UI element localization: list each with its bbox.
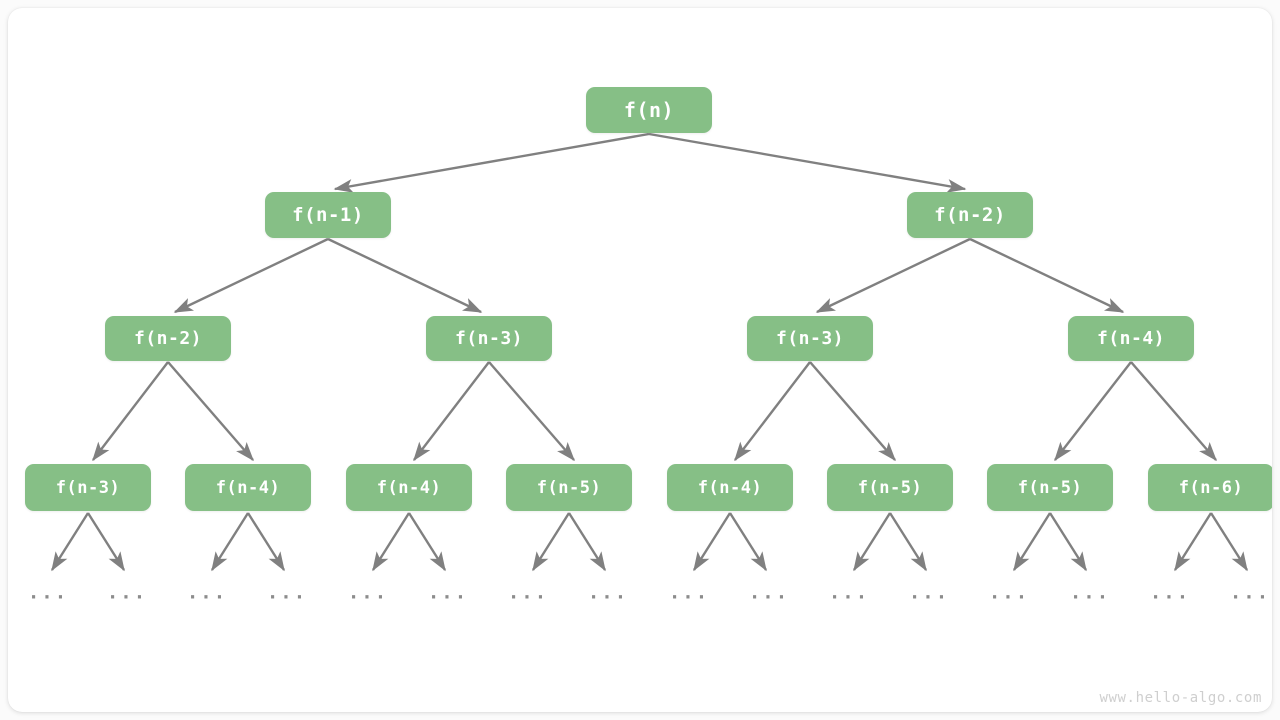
tree-edge [327,237,483,314]
ellipsis-marker: ... [668,581,710,604]
tree-edge [888,512,928,572]
ellipsis-marker: ... [347,581,389,604]
tree-edge [648,132,967,193]
ellipsis-marker: ... [507,581,549,604]
watermark: www.hello-algo.com [1099,690,1262,706]
tree-edge [1012,512,1052,572]
tree-edge [407,512,447,572]
ellipsis-marker: ... [1069,581,1111,604]
tree-node: f(n-5) [506,464,632,511]
ellipsis-marker: ... [1149,581,1191,604]
diagram-card: f(n) f(n-1) f(n-2) f(n-2) f(n-3) f(n-3) f(n-4)… [8,8,1272,712]
tree-edge [86,512,126,572]
tree-edge [728,512,768,572]
tree-node: f(n-6) [1148,464,1272,511]
ellipsis-marker: ... [27,581,69,604]
tree-edge [1209,512,1249,572]
tree-edge [488,361,575,462]
ellipsis-marker: ... [828,581,870,604]
tree-edge [1173,512,1213,572]
tree-edge [50,512,90,572]
tree-edge [852,512,892,572]
ellipsis-marker: ... [908,581,950,604]
tree-edge [734,361,811,462]
diagram-stage: f(n) f(n-1) f(n-2) f(n-2) f(n-3) f(n-3) f(n-4)… [8,8,1272,712]
tree-edge [413,361,490,462]
ellipsis-marker: ... [186,581,228,604]
tree-edge [1048,512,1088,572]
tree-edge [173,237,329,314]
tree-node: f(n-4) [185,464,311,511]
tree-edge [969,237,1125,314]
tree-node: f(n-4) [346,464,472,511]
tree-node: f(n-5) [987,464,1113,511]
tree-node: f(n-4) [667,464,793,511]
tree-edge [567,512,607,572]
tree-node: f(n-3) [747,316,873,361]
tree-node: f(n-1) [265,192,391,238]
ellipsis-marker: ... [266,581,308,604]
ellipsis-marker: ... [587,581,629,604]
tree-edge [809,361,896,462]
tree-edge [246,512,286,572]
tree-edge [92,361,169,462]
tree-edge [167,361,254,462]
tree-edge [371,512,411,572]
tree-node: f(n-3) [426,316,552,361]
tree-edge [210,512,250,572]
tree-node: f(n-2) [105,316,231,361]
tree-edge [333,132,650,193]
tree-node: f(n-2) [907,192,1033,238]
ellipsis-marker: ... [988,581,1030,604]
tree-edge [815,237,971,314]
ellipsis-marker: ... [106,581,148,604]
tree-edge [1054,361,1132,462]
tree-node: f(n-4) [1068,316,1194,361]
tree-edge [531,512,571,572]
tree-edge [1130,361,1217,462]
tree-node: f(n-3) [25,464,151,511]
tree-node: f(n-5) [827,464,953,511]
tree-node: f(n) [586,87,712,133]
ellipsis-marker: ... [1229,581,1271,604]
ellipsis-marker: ... [748,581,790,604]
tree-edge [692,512,732,572]
ellipsis-marker: ... [427,581,469,604]
